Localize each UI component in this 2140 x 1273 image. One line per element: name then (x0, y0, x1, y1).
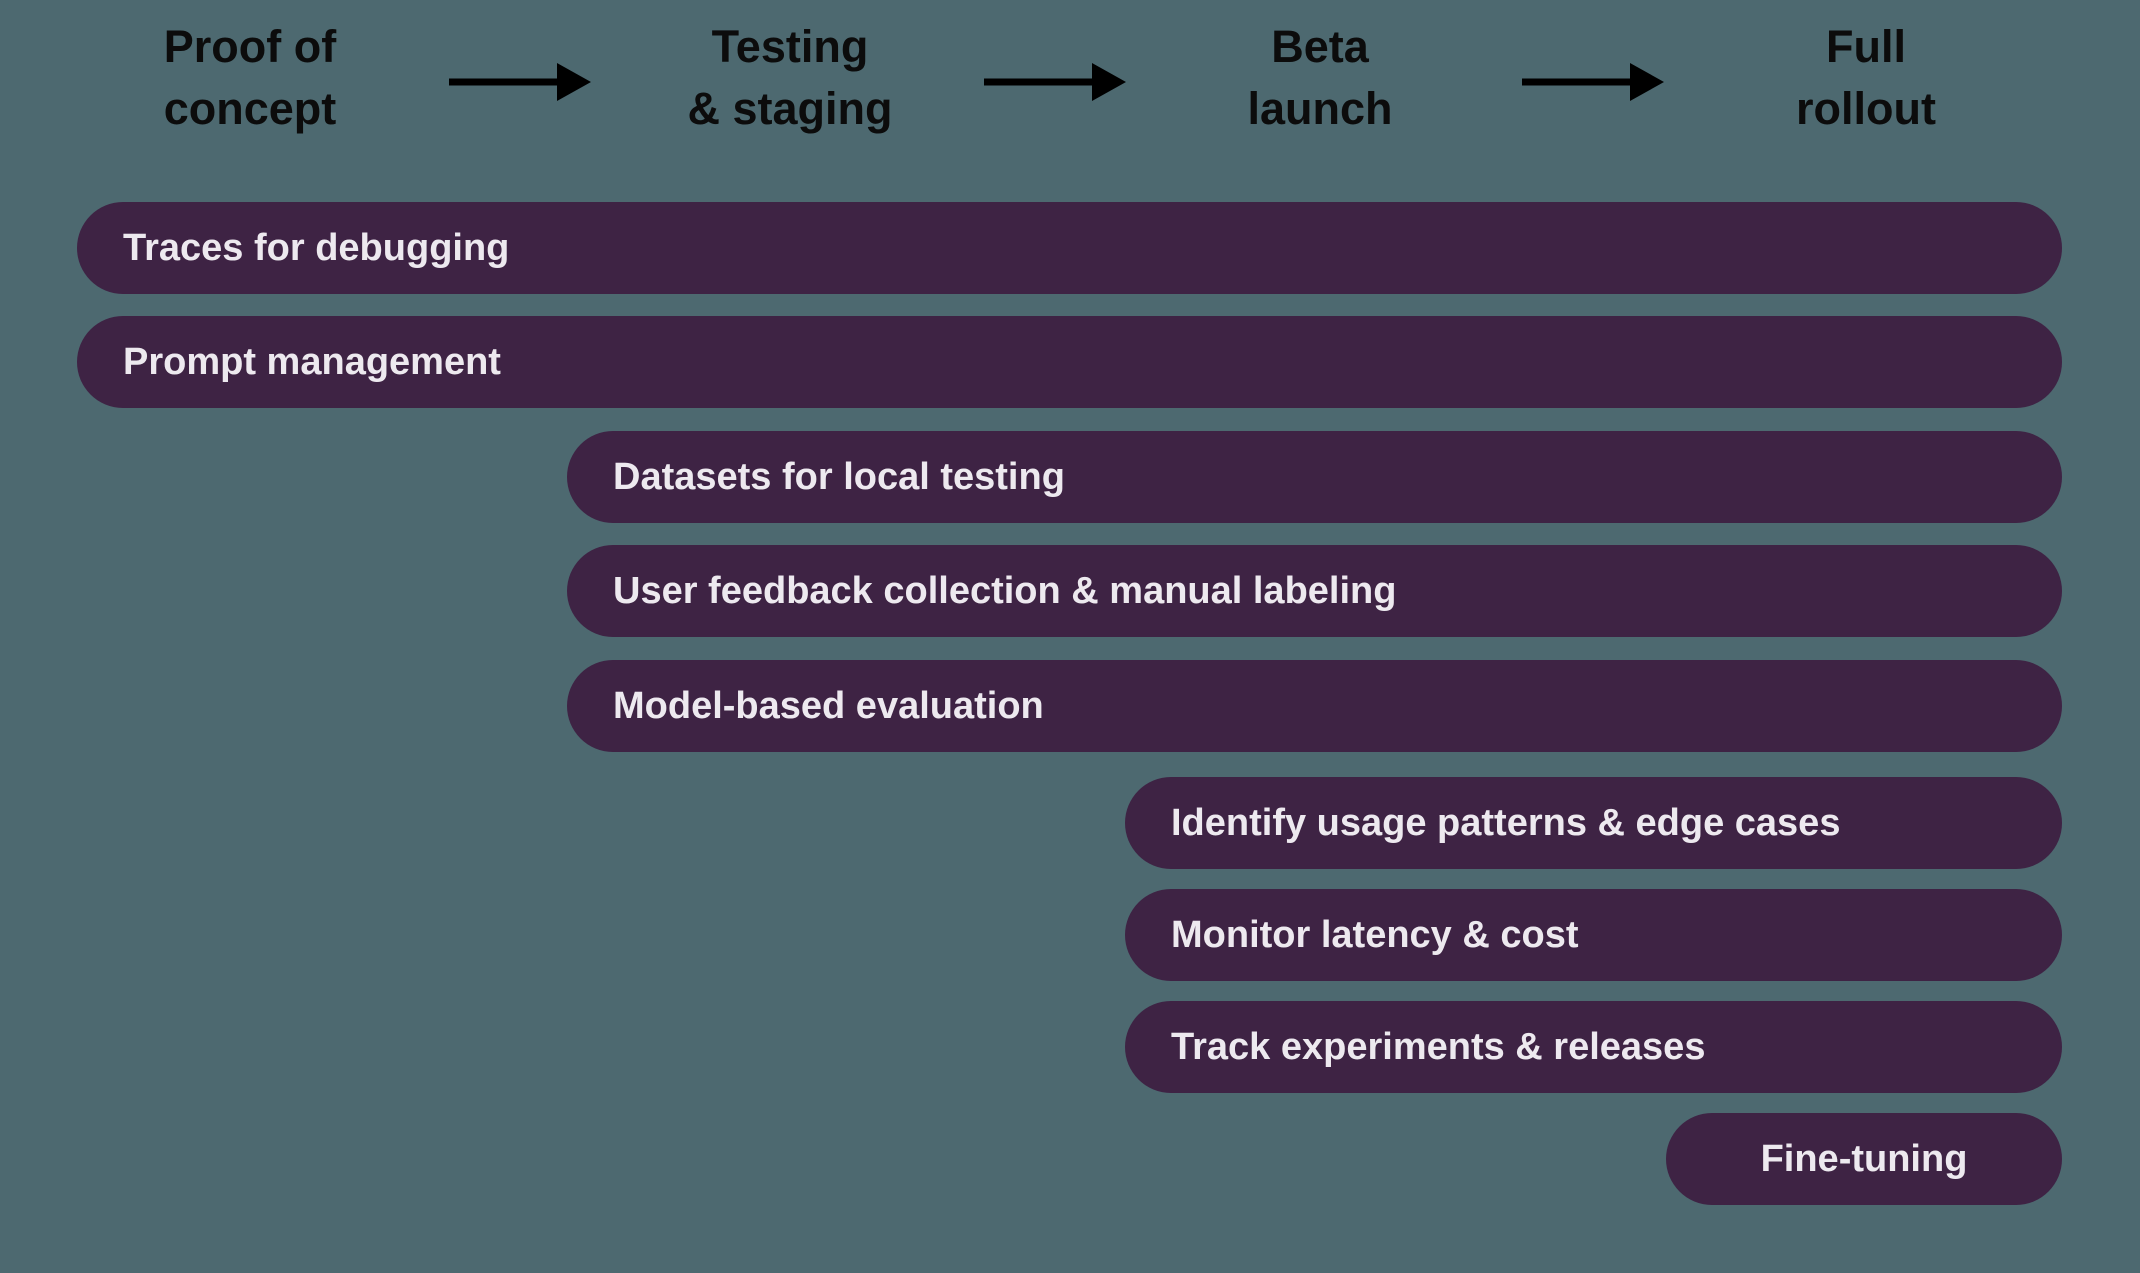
arrow-right-icon (982, 60, 1128, 104)
bar-monitor-latency-cost: Monitor latency & cost (1125, 889, 2062, 981)
phase-label-beta-launch: Beta launch (1247, 21, 1393, 134)
bar-prompt-management: Prompt management (77, 316, 2062, 408)
arrow-right-icon (1520, 60, 1666, 104)
bar-model-based-evaluation: Model-based evaluation (567, 660, 2062, 752)
bar-identify-usage-patterns: Identify usage patterns & edge cases (1125, 777, 2062, 869)
phase-label-testing-staging: Testing & staging (687, 21, 893, 134)
bar-track-experiments-releases: Track experiments & releases (1125, 1001, 2062, 1093)
arrow-right-icon (447, 60, 593, 104)
bar-fine-tuning: Fine-tuning (1666, 1113, 2062, 1205)
phase-label-proof-of-concept: Proof of concept (163, 21, 337, 134)
bar-traces-for-debugging: Traces for debugging (77, 202, 2062, 294)
bar-user-feedback-collection: User feedback collection & manual labeli… (567, 545, 2062, 637)
phase-label-full-rollout: Full rollout (1796, 21, 1936, 134)
bar-datasets-for-local-testing: Datasets for local testing (567, 431, 2062, 523)
